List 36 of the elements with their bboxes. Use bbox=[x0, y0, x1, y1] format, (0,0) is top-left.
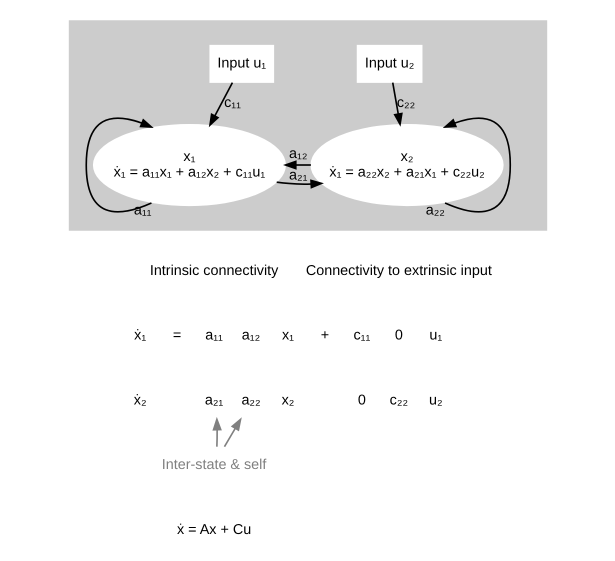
label: x₂ bbox=[281, 392, 294, 408]
label: = bbox=[172, 328, 181, 344]
cluster bbox=[68, 20, 547, 231]
label: u₂ bbox=[428, 392, 442, 408]
node-ellipse: x₁ ẋ₁ = a₁₁x₁ + a₁₂x₂ + c₁₁u₁ bbox=[92, 124, 286, 206]
label: a₁₂ bbox=[241, 328, 260, 344]
label: 0 bbox=[394, 328, 402, 344]
label: u₁ bbox=[428, 328, 442, 344]
label: ẋ₂ bbox=[133, 392, 146, 408]
node-box: Input u₁ bbox=[208, 44, 274, 83]
arrow bbox=[391, 82, 402, 127]
arrow bbox=[276, 179, 324, 189]
arrow bbox=[208, 82, 233, 128]
label: 0 bbox=[357, 392, 366, 408]
edge-label: c₂₂ bbox=[396, 95, 415, 112]
label: ẋ₁ bbox=[134, 328, 146, 344]
node-text: Inter-state & self bbox=[161, 457, 266, 474]
node-text: a₂₂ bbox=[240, 392, 260, 408]
arrow bbox=[223, 417, 242, 448]
node-text: a₂₁ bbox=[204, 392, 223, 408]
label: a₁₁ bbox=[204, 328, 222, 344]
node-box: Input u₂ bbox=[356, 44, 422, 83]
arrow bbox=[442, 117, 511, 213]
label: ẋ = Ax + Cu bbox=[176, 522, 251, 538]
arrow bbox=[282, 160, 310, 170]
label: x₁ bbox=[281, 328, 294, 344]
edge-label: a₁₂ bbox=[288, 146, 307, 162]
label: c₂₂ bbox=[389, 392, 408, 408]
label: + bbox=[320, 328, 329, 344]
arrow bbox=[84, 117, 154, 213]
arrow bbox=[212, 416, 222, 447]
label: Intrinsic connectivity bbox=[149, 263, 278, 280]
edge-label: a₂₁ bbox=[288, 168, 307, 184]
label: Connectivity to extrinsic input bbox=[305, 263, 492, 280]
edge-label: c₁₁ bbox=[224, 95, 240, 112]
label: c₁₁ bbox=[352, 328, 370, 344]
